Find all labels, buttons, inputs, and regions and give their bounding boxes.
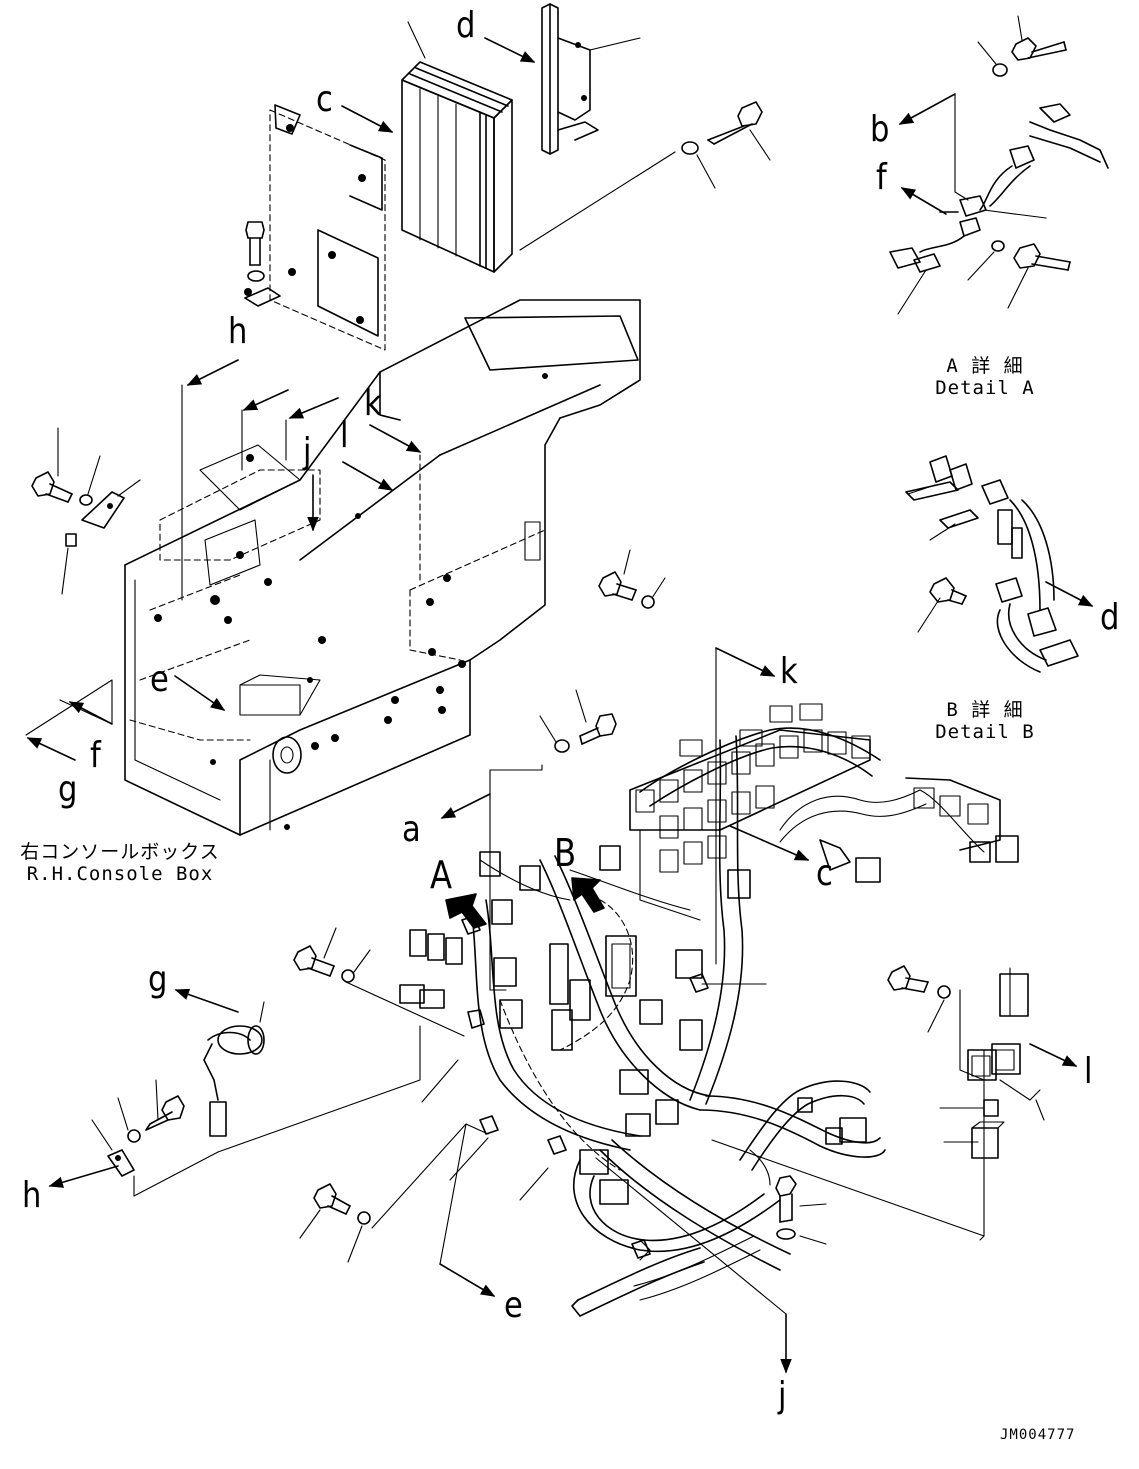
arrow-e-bottom (439, 1263, 496, 1297)
label-e-bottom: e (504, 1285, 523, 1326)
label-c-top: c (316, 79, 333, 120)
label-d-top: d (456, 5, 476, 46)
mounting-bracket (541, 3, 641, 155)
detail-b-drawing (905, 455, 1079, 673)
detail-b-caption: B 詳 細 Detail B (930, 699, 1040, 744)
arrow-h-box (186, 359, 239, 386)
label-k-mid: k (780, 651, 798, 692)
arrow-f-detail (900, 187, 947, 215)
label-k-box: k (364, 383, 382, 424)
console-box-caption-en: R.H.Console Box (26, 862, 214, 885)
arrow-g-bottom (174, 988, 239, 1013)
label-c-bottom: c (816, 853, 833, 894)
console-bolt-clamp (31, 427, 141, 595)
arrow-a-mid (440, 793, 491, 819)
leader-box-bolt (519, 151, 676, 251)
arrow-h-bottom (48, 1165, 119, 1188)
wiring-harness (469, 727, 927, 1317)
detail-b-caption-en: Detail B (935, 720, 1035, 743)
detail-a-caption-en: Detail A (935, 376, 1035, 399)
controller-unit (401, 61, 513, 273)
arrow-l-right (1029, 1043, 1078, 1067)
label-e-box: e (150, 659, 169, 700)
arrow-b-detail (898, 93, 956, 125)
arrow-k-box (369, 424, 422, 453)
label-b-detail: b (870, 109, 890, 150)
label-f-detail: f (876, 157, 887, 198)
arrow-k-mid (715, 647, 776, 677)
label-l-box: l (340, 415, 349, 456)
label-d-detail: d (1100, 597, 1120, 638)
label-g-box: g (58, 769, 78, 810)
detail-a-caption: A 詳 細 Detail A (930, 355, 1040, 400)
detail-a-drawing (889, 15, 1109, 315)
console-box-caption-jp: 右コンソールボックス (20, 841, 220, 863)
console-box-frame (124, 299, 641, 836)
view-arrow-b (571, 877, 605, 913)
arrow-f-box (68, 701, 113, 725)
arrow-c-bottom (729, 825, 810, 861)
arrow-e-box (174, 675, 226, 711)
label-h-box: h (228, 311, 248, 352)
label-l-right: l (1084, 1051, 1093, 1092)
detail-a-caption-jp: A 詳 細 (946, 355, 1024, 377)
arrow-g-box (26, 737, 76, 761)
top-bolt (245, 221, 265, 282)
label-f-box: f (90, 735, 101, 776)
arrow-b-box (242, 389, 289, 411)
label-g-bottom: g (148, 959, 168, 1000)
l-group-relay (887, 965, 1045, 1159)
arrow-d-top (484, 37, 536, 63)
arrow-d-detail (1045, 581, 1094, 607)
relay-block (629, 703, 871, 921)
right-connectors (819, 777, 1019, 883)
console-box-caption: 右コンソールボックス R.H.Console Box (20, 841, 220, 886)
view-label-b: B (554, 831, 577, 875)
view-label-a: A (430, 853, 453, 897)
arrow-a-box (288, 397, 339, 419)
label-a-mid: a (402, 809, 421, 850)
controller-plate (244, 104, 386, 351)
label-j-bottom: j (778, 1375, 787, 1416)
arrow-c-top (341, 105, 394, 133)
bolt-and-washer-top-right (681, 101, 771, 189)
label-j-box: j (303, 431, 312, 472)
label-h-bottom: h (22, 1175, 42, 1216)
harness-bolts (293, 549, 827, 1263)
arrow-l-box (342, 461, 394, 491)
sensor-and-clamp (91, 1001, 421, 1197)
view-arrow-a (445, 893, 487, 929)
leader-controller (407, 21, 426, 59)
detail-b-caption-jp: B 詳 細 (946, 699, 1024, 721)
drawing-number: JM004777 (1000, 1427, 1076, 1443)
